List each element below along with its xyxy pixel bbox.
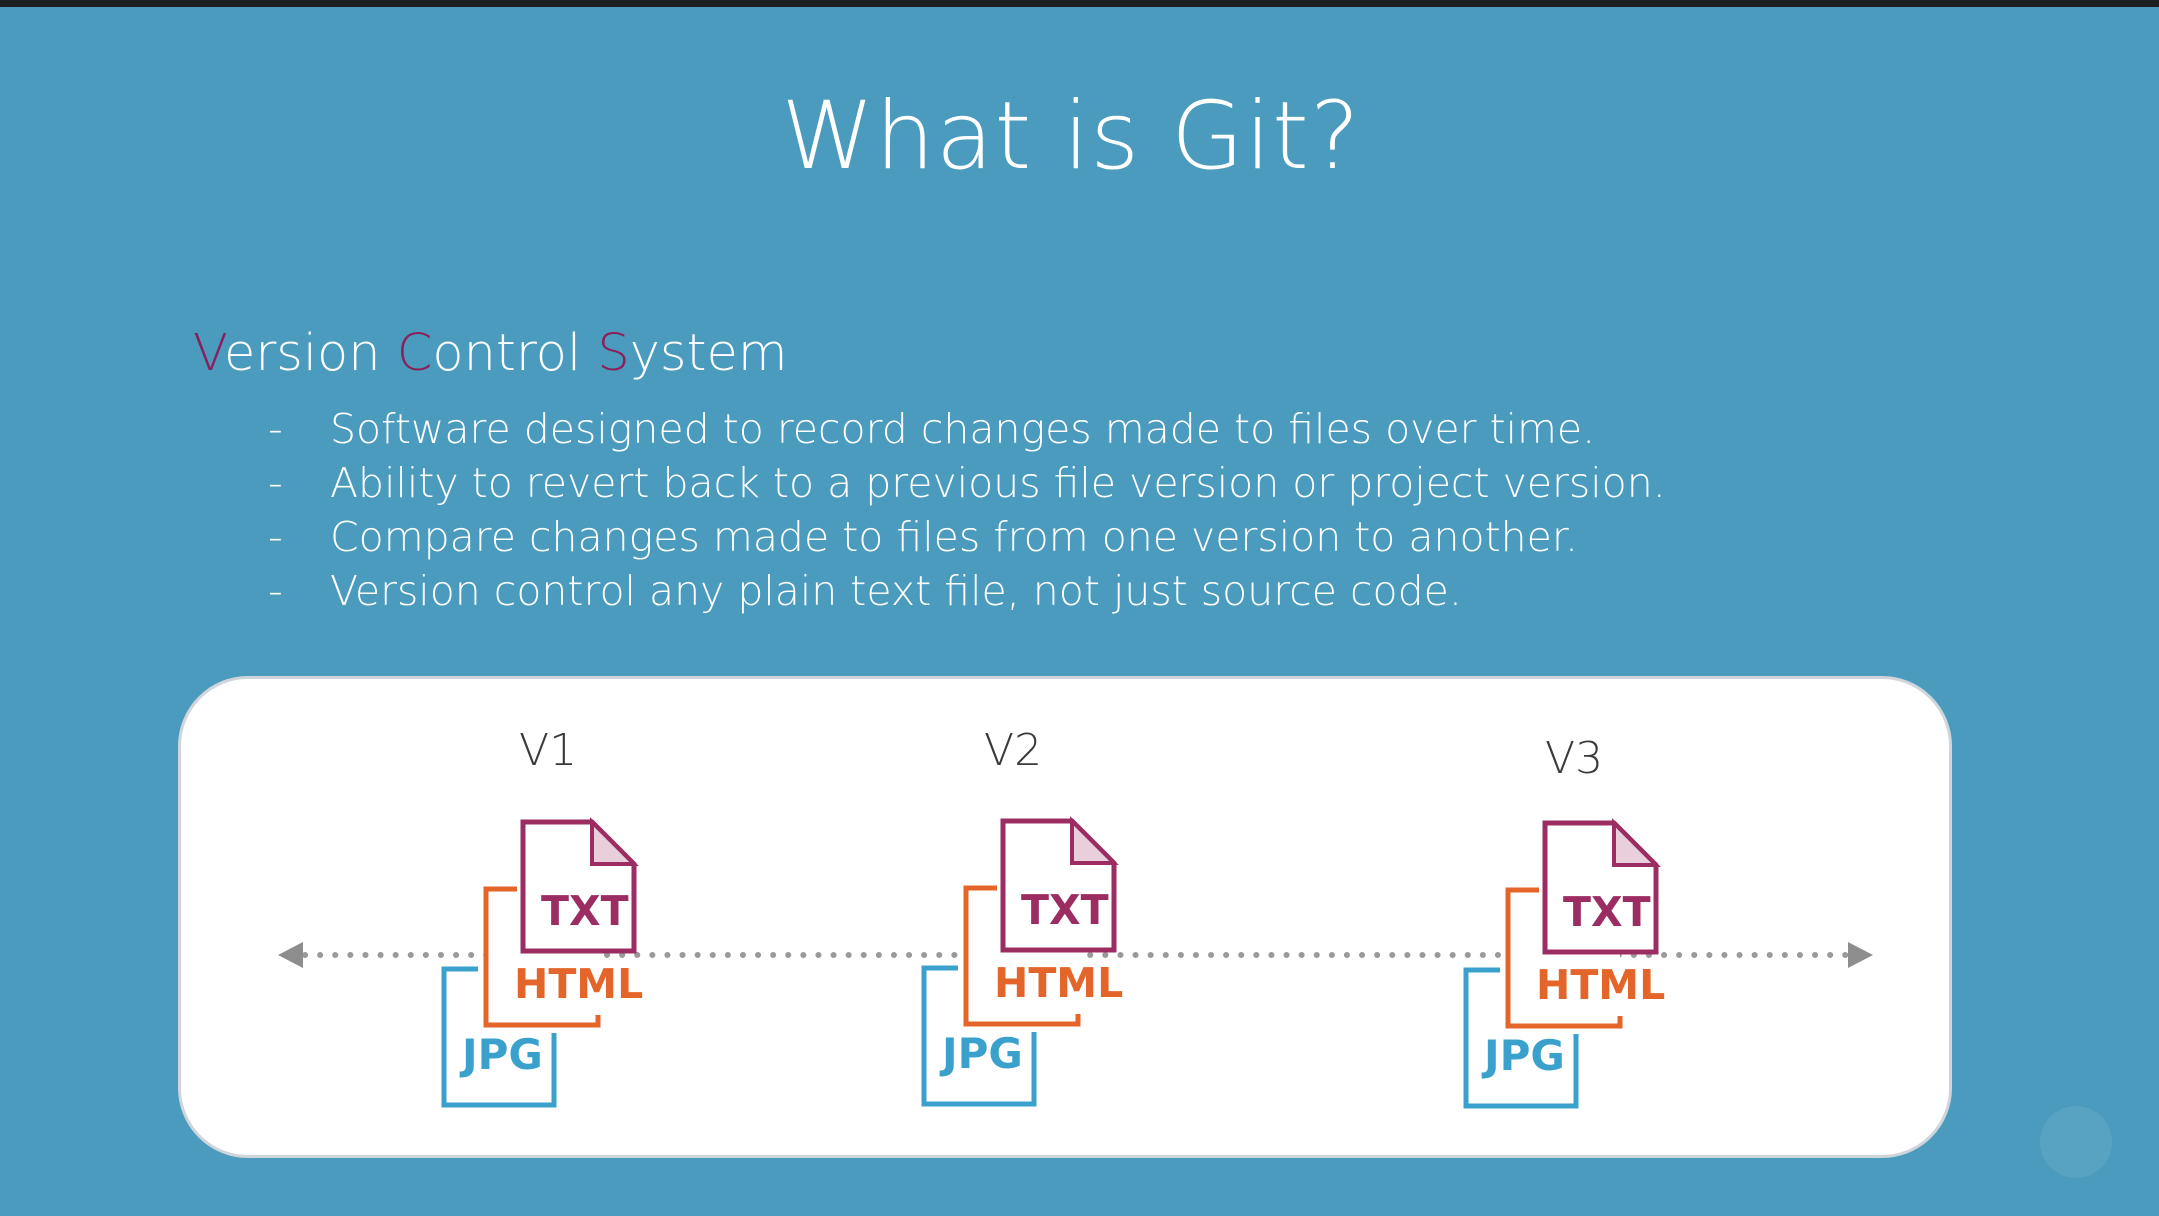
bullet-dash: - [268, 405, 283, 453]
bullet-dash: - [268, 513, 283, 561]
slide-title: What is Git? [781, 82, 1361, 191]
jpg-file-icon [921, 965, 1037, 1107]
jpg-file-icon [441, 966, 557, 1108]
play-icon[interactable] [2040, 1106, 2112, 1178]
html-label: HTML [514, 960, 643, 1008]
heading-text-2: ontrol [432, 324, 598, 383]
heading-accent-c: C [396, 324, 433, 383]
bullet-text: Version control any plain text file, not… [330, 567, 1462, 615]
heading-accent-s: S [597, 324, 630, 383]
bullet-text: Software designed to record changes made… [330, 405, 1596, 453]
top-bar [0, 0, 2159, 7]
html-file-icon [963, 885, 1081, 1027]
txt-label: TXT [1021, 886, 1109, 934]
jpg-file-icon [1463, 967, 1579, 1109]
heading-text-3: ystem [629, 324, 788, 383]
jpg-label: JPG [939, 1029, 1023, 1078]
txt-label: TXT [1563, 888, 1651, 936]
version-label-v3: V3 [1545, 733, 1604, 784]
bullet-dash: - [268, 567, 283, 615]
bullet-text: Ability to revert back to a previous fil… [330, 459, 1666, 507]
slide-heading: Version Control System [193, 324, 788, 384]
bullet-text: Compare changes made to files from one v… [330, 513, 1579, 561]
txt-label: TXT [541, 887, 629, 935]
version-label-v2: V2 [984, 725, 1043, 776]
jpg-label: JPG [1481, 1031, 1565, 1080]
html-file-icon [1505, 887, 1623, 1029]
arrow-left-icon [278, 942, 303, 968]
heading-text-1: ersion [223, 324, 397, 383]
file-stack-v2: JPG HTML TXT [921, 816, 1123, 1107]
html-label: HTML [994, 959, 1123, 1007]
version-label-v1: V1 [519, 725, 578, 776]
heading-accent-v: V [193, 324, 224, 383]
bullet-dash: - [268, 459, 283, 507]
file-stack-v1: JPG HTML TXT [441, 817, 643, 1108]
jpg-label: JPG [459, 1030, 543, 1079]
arrow-right-icon [1848, 942, 1873, 968]
html-label: HTML [1536, 961, 1665, 1009]
file-stack-v3: JPG HTML TXT [1463, 818, 1665, 1109]
html-file-icon [483, 886, 601, 1028]
